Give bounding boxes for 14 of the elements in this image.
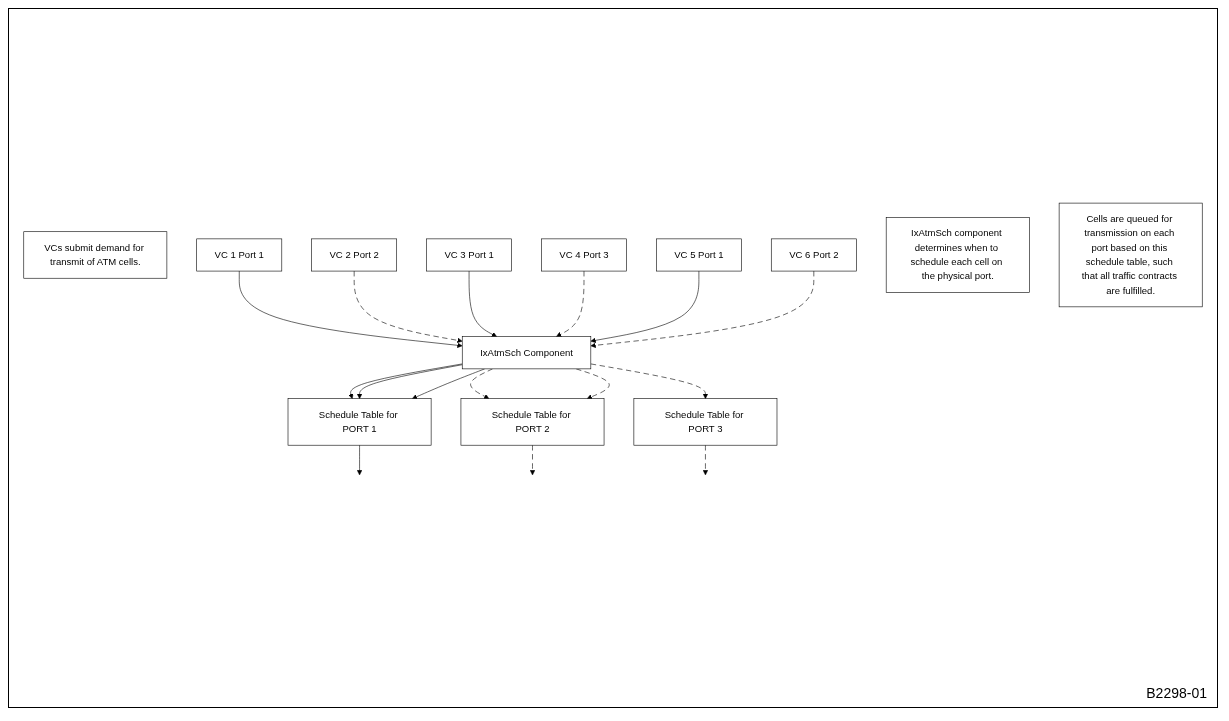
node-box: VC 6 Port 2 <box>770 238 857 272</box>
node-box: VC 1 Port 1 <box>196 238 283 272</box>
node-box: VC 4 Port 3 <box>541 238 627 272</box>
node-box: VC 5 Port 1 <box>656 238 742 272</box>
node-box: Schedule Table for PORT 3 <box>633 398 778 446</box>
node-box: VC 3 Port 1 <box>426 238 512 272</box>
node-box: Schedule Table for PORT 1 <box>287 398 432 446</box>
figure-id: B2298-01 <box>1146 685 1207 701</box>
node-box: VC 2 Port 2 <box>311 238 397 272</box>
node-box: Cells are queued for transmission on each port based on this schedule table, such that all traffic contracts are fulfilled. <box>1058 202 1203 308</box>
node-box: Schedule Table for PORT 2 <box>460 398 605 446</box>
node-box: VCs submit demand for transmit of ATM cells. <box>23 231 168 279</box>
node-box: IxAtmSch component determines when to schedule each cell on the physical port. <box>885 217 1030 293</box>
node-box: IxAtmSch Component <box>461 336 592 370</box>
